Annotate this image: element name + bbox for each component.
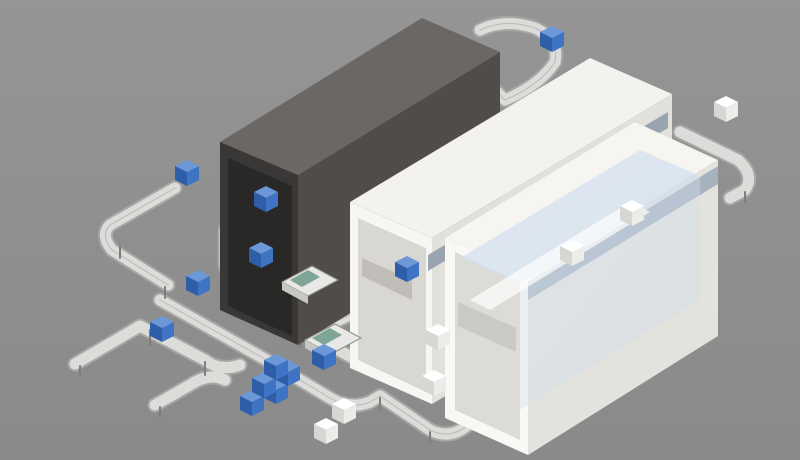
blue-box-stack [240,354,300,416]
white-box [426,324,450,350]
white-box [714,96,738,122]
white-box [332,398,356,424]
blue-box [249,242,273,268]
blue-box [312,344,336,370]
blue-box [150,316,174,342]
white-box [620,200,644,226]
blue-box [540,26,564,52]
blue-box [254,186,278,212]
white-boxes [314,96,738,444]
white-tunnel-front [445,122,718,455]
blue-boxes [150,26,564,416]
station-upper [280,265,340,304]
blue-box [186,270,210,296]
white-box [560,240,584,266]
blue-box [175,160,199,186]
blue-box [395,256,419,282]
white-box [314,418,338,444]
white-box [422,370,446,396]
